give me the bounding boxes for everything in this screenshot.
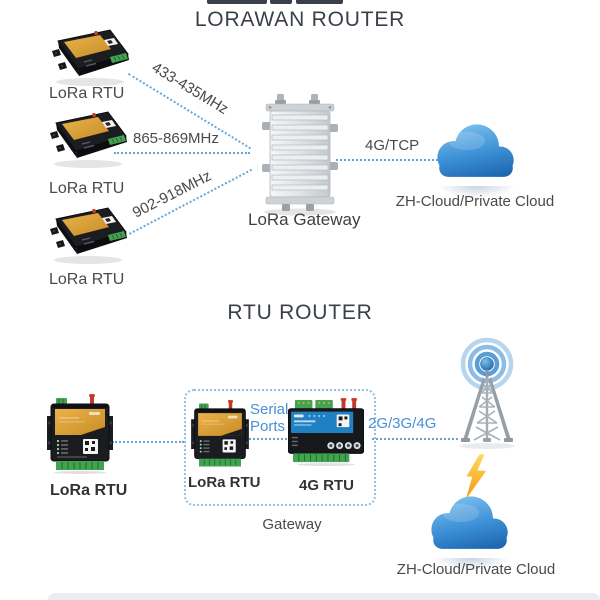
link-line-serial xyxy=(245,438,291,440)
link-line-rtu-to-gateway xyxy=(112,441,184,443)
cloud-reflection xyxy=(432,558,510,570)
page-edge-artifact-bottom xyxy=(48,593,600,600)
cell-tower-icon xyxy=(459,337,515,449)
gateway-caption: Gateway xyxy=(262,516,322,533)
four-g-rtu-device-icon xyxy=(288,398,364,466)
cloud-label-rtu: ZH-Cloud/Private Cloud xyxy=(396,561,556,578)
link-label-865mhz: 865-869MHz xyxy=(133,130,219,147)
lora-rtu-device-icon xyxy=(50,111,127,168)
lightning-icon xyxy=(465,454,487,500)
uplink-label-4g-tcp: 4G/TCP xyxy=(365,137,420,154)
serial-ports-label: Serial Ports xyxy=(250,401,289,435)
lora-rtu-device-icon xyxy=(191,400,249,467)
cloud-icon xyxy=(437,124,514,177)
lora-rtu-device-icon xyxy=(47,394,113,474)
cloud-reflection xyxy=(438,186,516,198)
lora-rtu-label-2: LoRa RTU xyxy=(49,180,125,197)
lora-rtu-label-3: LoRa RTU xyxy=(49,271,125,288)
rtu-section-title: RTU ROUTER xyxy=(227,301,373,324)
four-g-rtu-label: 4G RTU xyxy=(299,477,355,494)
page-edge-artifact xyxy=(207,0,267,4)
link-label-902mhz: 902-918MHz xyxy=(129,167,215,222)
link-line-cellular xyxy=(372,438,458,440)
lora-rtu-label-1: LoRa RTU xyxy=(49,85,125,102)
lorawan-section-title: LORAWAN ROUTER xyxy=(194,8,406,31)
link-line-4g-tcp xyxy=(336,159,438,161)
lora-rtu-device-icon xyxy=(50,207,127,264)
page-edge-artifact xyxy=(296,0,343,4)
uplink-label-cellular: 2G/3G/4G xyxy=(368,415,437,432)
inner-lora-rtu-label: LoRa RTU xyxy=(188,474,261,491)
outer-lora-rtu-label: LoRa RTU xyxy=(50,482,128,499)
lora-gateway-label: LoRa Gateway xyxy=(248,210,361,229)
cloud-icon xyxy=(431,496,508,549)
gateway-group-box xyxy=(184,389,376,506)
lora-rtu-device-icon xyxy=(52,29,129,86)
cloud-label-lorawan: ZH-Cloud/Private Cloud xyxy=(395,193,555,210)
lora-gateway-device-icon xyxy=(262,94,338,216)
link-line-865mhz xyxy=(114,152,250,154)
page-edge-artifact xyxy=(270,0,292,4)
